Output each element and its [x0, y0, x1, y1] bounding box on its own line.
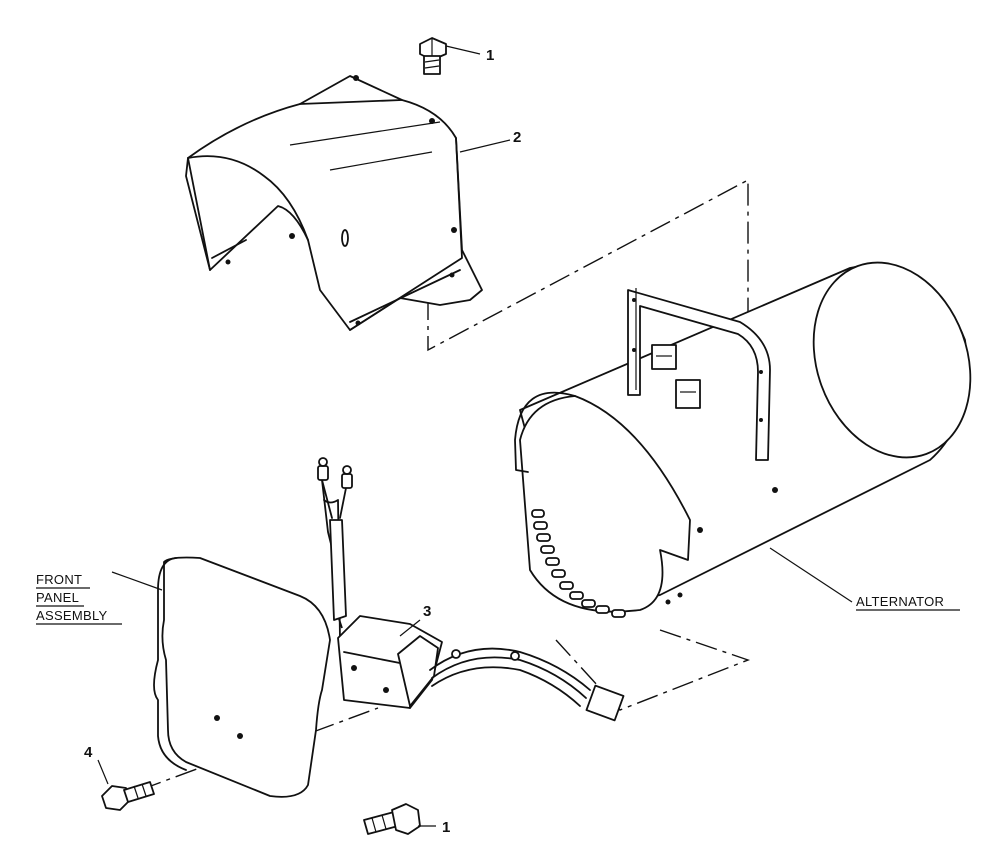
alternator-label-text: ALTERNATOR: [856, 594, 944, 609]
left-screw: [101, 781, 155, 811]
top-bolt: [419, 37, 447, 75]
callout-regulator: 3: [423, 603, 431, 620]
leader-lines: [97, 45, 853, 827]
front-panel: [153, 556, 331, 798]
vent-slots: [531, 509, 626, 618]
front-panel-label-line-1: FRONT: [36, 572, 82, 587]
front-panel-label-line-2: PANEL: [36, 590, 79, 605]
callout-screw-left: 4: [84, 744, 93, 761]
front-panel-label-line-3: ASSEMBLY: [36, 608, 108, 623]
panel-alignment-line: [312, 707, 379, 733]
callout-cover: 2: [513, 129, 521, 146]
alternator-cover: [185, 75, 483, 331]
callout-bolt-top: 1: [486, 47, 494, 64]
bottom-bolt: [363, 803, 421, 835]
alternator-label: ALTERNATOR: [856, 594, 960, 611]
callout-bolt-bottom: 1: [442, 819, 450, 836]
front-panel-label: FRONT PANEL ASSEMBLY: [36, 572, 122, 625]
cover-alignment-line: [427, 178, 749, 352]
voltage-regulator: [317, 457, 625, 722]
regulator-alignment-line: [555, 629, 751, 711]
alternator-body: [514, 261, 972, 618]
